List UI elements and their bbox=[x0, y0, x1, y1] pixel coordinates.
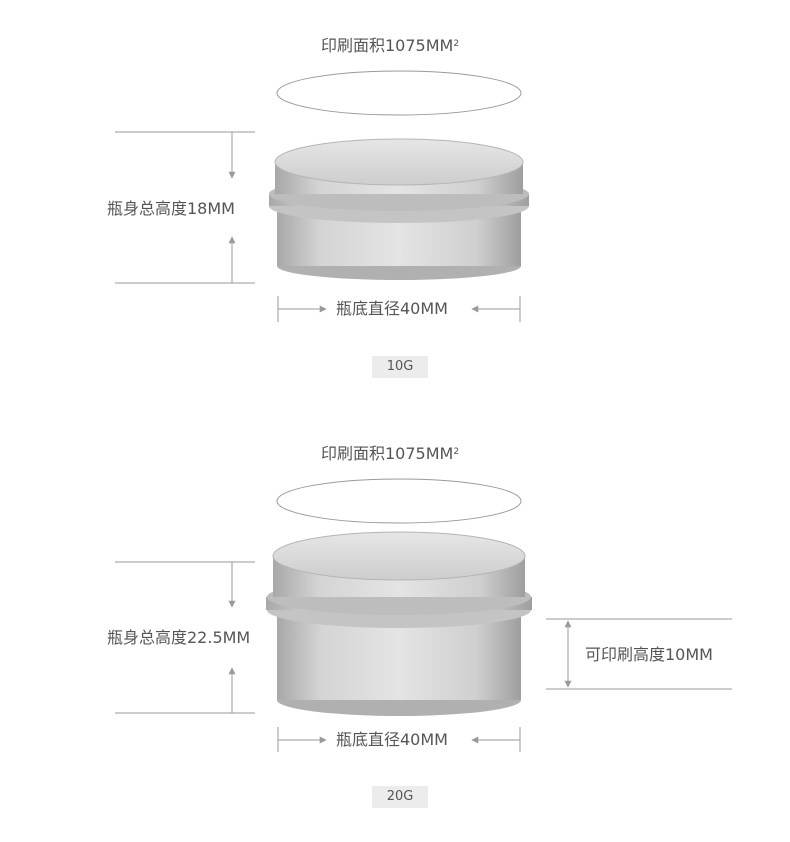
base-diameter-label-1: 瓶底直径40MM bbox=[336, 299, 448, 318]
print-area-superscript-1: 2 bbox=[453, 39, 460, 49]
print-area-text-1: 印刷面积1075MM bbox=[321, 36, 454, 55]
size-badge-1: 10G bbox=[372, 356, 428, 378]
tin-image-2 bbox=[266, 531, 532, 716]
print-area-ellipse-1 bbox=[276, 70, 522, 116]
body-height-label-1: 瓶身总高度18MM bbox=[107, 199, 235, 218]
tin-image-1 bbox=[269, 138, 529, 280]
print-area-text-2: 印刷面积1075MM bbox=[321, 444, 454, 463]
base-diameter-label-2: 瓶底直径40MM bbox=[336, 730, 448, 749]
print-area-superscript-2: 2 bbox=[453, 447, 460, 457]
body-height-label-2: 瓶身总高度22.5MM bbox=[107, 628, 251, 647]
size-badge-2: 20G bbox=[372, 786, 428, 808]
printable-height-label: 可印刷高度10MM bbox=[585, 645, 713, 664]
product-2-group bbox=[115, 478, 732, 752]
product-1-group bbox=[115, 70, 529, 322]
print-area-ellipse-2 bbox=[276, 478, 522, 524]
print-area-label-1: 印刷面积1075MM2 bbox=[321, 36, 459, 56]
print-area-label-2: 印刷面积1075MM2 bbox=[321, 444, 459, 464]
